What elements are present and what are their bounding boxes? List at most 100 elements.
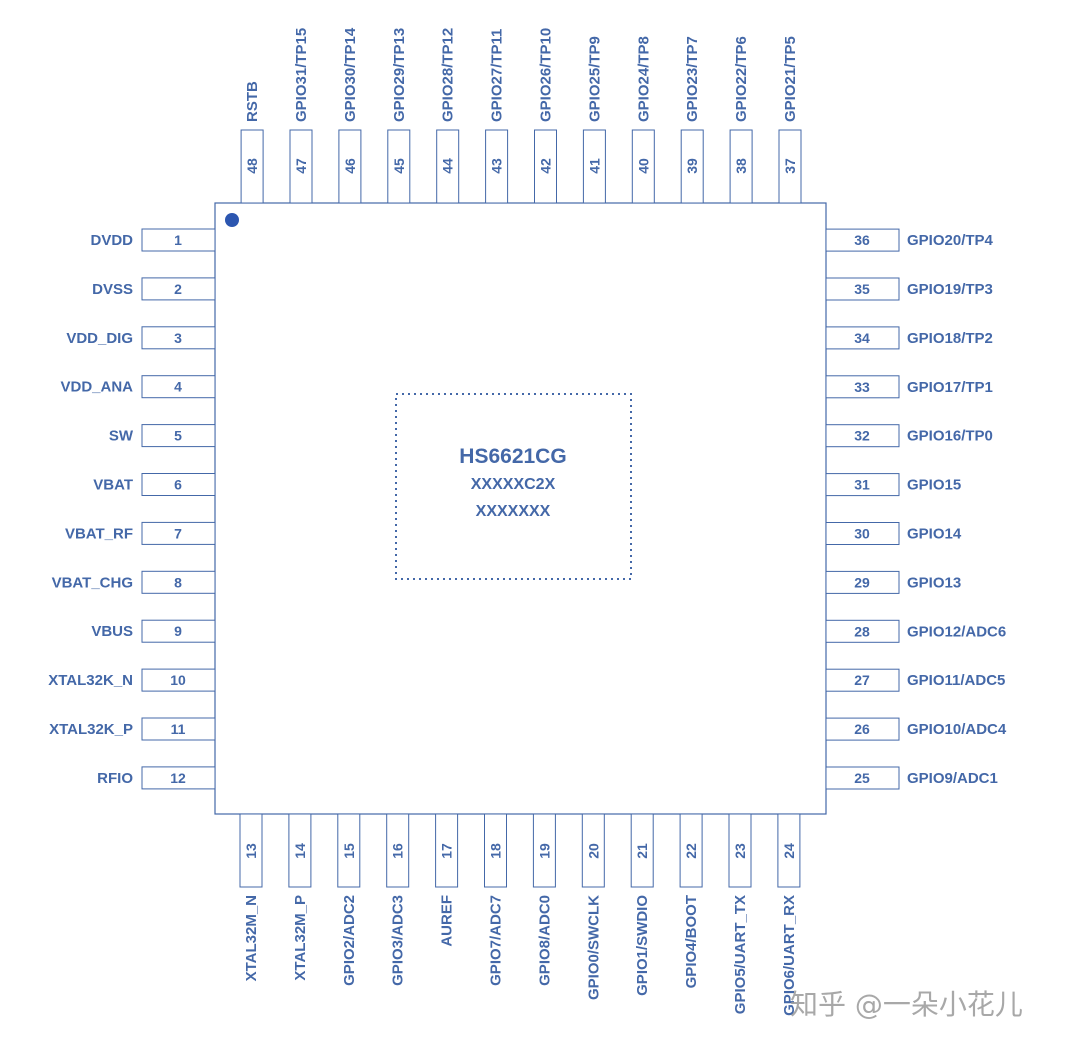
pin-pad-right <box>825 228 900 252</box>
pin-pad-right <box>825 619 900 643</box>
pin-label-bottom: GPIO4/BOOT <box>683 895 700 988</box>
pin-number: 42 <box>538 158 554 174</box>
pin-label-right: GPIO12/ADC6 <box>907 623 1006 640</box>
pin-label-bottom: GPIO2/ADC2 <box>341 895 358 986</box>
pin-label-right: GPIO13 <box>907 574 961 591</box>
pin-number: 35 <box>854 281 870 297</box>
pin-pad-right <box>825 522 900 545</box>
pin-group: 1DVDD2DVSS3VDD_DIG4VDD_ANA5SW6VBAT7VBAT_… <box>48 27 1007 1016</box>
pin-number: 28 <box>854 623 870 639</box>
pin-label-bottom: GPIO1/SWDIO <box>634 895 651 996</box>
pin-number: 39 <box>684 158 700 174</box>
pin-label-bottom: GPIO8/ADC0 <box>536 895 553 986</box>
pin-label-right: GPIO18/TP2 <box>907 330 993 347</box>
pin-label-top: GPIO28/TP12 <box>440 28 457 122</box>
pin-pad-top <box>289 129 313 204</box>
pin-pad-left <box>141 473 216 496</box>
pin-pad-bottom <box>679 813 703 888</box>
pin-label-top: GPIO21/TP5 <box>782 36 799 122</box>
pin-number: 6 <box>174 477 182 493</box>
pin-number: 32 <box>854 428 870 444</box>
pin-label-top: GPIO22/TP6 <box>733 36 750 122</box>
pin-number: 26 <box>854 721 870 737</box>
pin-number: 23 <box>732 843 748 859</box>
pin-label-left: XTAL32K_P <box>49 721 133 738</box>
pin-pad-top <box>631 129 655 204</box>
pin-label-top: GPIO24/TP8 <box>635 36 652 122</box>
pin-number: 17 <box>439 843 455 859</box>
pin-number: 37 <box>782 158 798 174</box>
pin-pad-bottom <box>777 813 801 888</box>
pin-label-top: RSTB <box>244 81 261 122</box>
pin-pad-bottom <box>532 813 556 888</box>
pin-pad-top <box>534 129 557 204</box>
pin-pad-top <box>582 129 606 204</box>
pin-pad-left <box>141 424 216 448</box>
pin-number: 29 <box>854 574 870 590</box>
pin-number: 36 <box>854 232 870 248</box>
pin-pad-right <box>825 473 900 497</box>
pin-label-right: GPIO19/TP3 <box>907 281 993 298</box>
pin-label-left: XTAL32K_N <box>48 672 133 689</box>
pin-label-top: GPIO30/TP14 <box>342 27 359 122</box>
pin-number: 21 <box>634 843 650 859</box>
pin-label-bottom: GPIO3/ADC3 <box>390 895 407 986</box>
pin-pad-top <box>729 129 753 204</box>
pin-number: 18 <box>488 843 504 859</box>
pin-number: 10 <box>170 672 186 688</box>
pin-pad-left <box>141 619 216 643</box>
chip-part-number: HS6621CG <box>459 445 566 468</box>
pin-label-left: DVSS <box>92 281 133 298</box>
pin-pad-right <box>825 277 900 301</box>
pin-label-left: SW <box>109 428 134 445</box>
pin-pad-right <box>825 668 900 692</box>
pin-pad-left <box>141 375 216 399</box>
pin-label-top: GPIO27/TP11 <box>489 29 506 122</box>
pin-pad-bottom <box>288 813 312 888</box>
pin-number: 25 <box>854 770 870 786</box>
chip-body <box>214 202 827 815</box>
pin-label-top: GPIO31/TP15 <box>293 28 310 122</box>
pin-label-bottom: XTAL32M_P <box>292 895 309 981</box>
pin-number: 1 <box>174 232 182 248</box>
pin-label-right: GPIO11/ADC5 <box>907 672 1005 689</box>
pin-label-top: GPIO25/TP9 <box>586 36 603 122</box>
pin-pad-bottom <box>386 813 410 888</box>
pin-label-bottom: GPIO5/UART_TX <box>732 895 749 1014</box>
pin-pad-bottom <box>484 813 507 888</box>
pin-label-left: VBAT_CHG <box>52 574 133 591</box>
pin-number: 9 <box>174 623 182 639</box>
pin-pad-bottom <box>581 813 605 888</box>
pin-label-right: GPIO17/TP1 <box>907 379 993 396</box>
pin-label-left: DVDD <box>90 232 133 249</box>
pin-number: 20 <box>585 843 601 859</box>
pin-pad-top <box>778 129 802 204</box>
pin-label-left: RFIO <box>97 770 133 787</box>
pin-number: 40 <box>635 158 651 174</box>
pin-pad-right <box>825 766 900 790</box>
pin-number: 45 <box>391 158 407 174</box>
chip-marking-line2: XXXXXXX <box>476 503 551 520</box>
pin-pad-left <box>141 717 216 741</box>
pin-label-bottom: GPIO6/UART_RX <box>781 895 798 1016</box>
pin-label-right: GPIO14 <box>907 526 962 543</box>
pin-label-left: VBUS <box>91 623 133 640</box>
pin-label-left: VDD_DIG <box>66 330 133 347</box>
pin-number: 7 <box>174 525 182 541</box>
pin-number: 48 <box>244 158 260 174</box>
pin-label-right: GPIO20/TP4 <box>907 232 994 249</box>
pin-number: 33 <box>854 379 870 395</box>
pin-pad-bottom <box>239 813 263 888</box>
pin-number: 16 <box>390 843 406 859</box>
pin-pad-top <box>680 129 704 204</box>
pin-number: 41 <box>586 158 602 174</box>
pin-pad-right <box>825 326 900 350</box>
pin-pad-top <box>338 129 362 204</box>
pin-pad-top <box>387 129 411 204</box>
pin-number: 19 <box>536 843 552 859</box>
pin-number: 11 <box>171 721 186 737</box>
pin-pad-right <box>825 424 900 448</box>
pin-number: 43 <box>489 158 505 174</box>
pin-number: 34 <box>854 330 870 346</box>
